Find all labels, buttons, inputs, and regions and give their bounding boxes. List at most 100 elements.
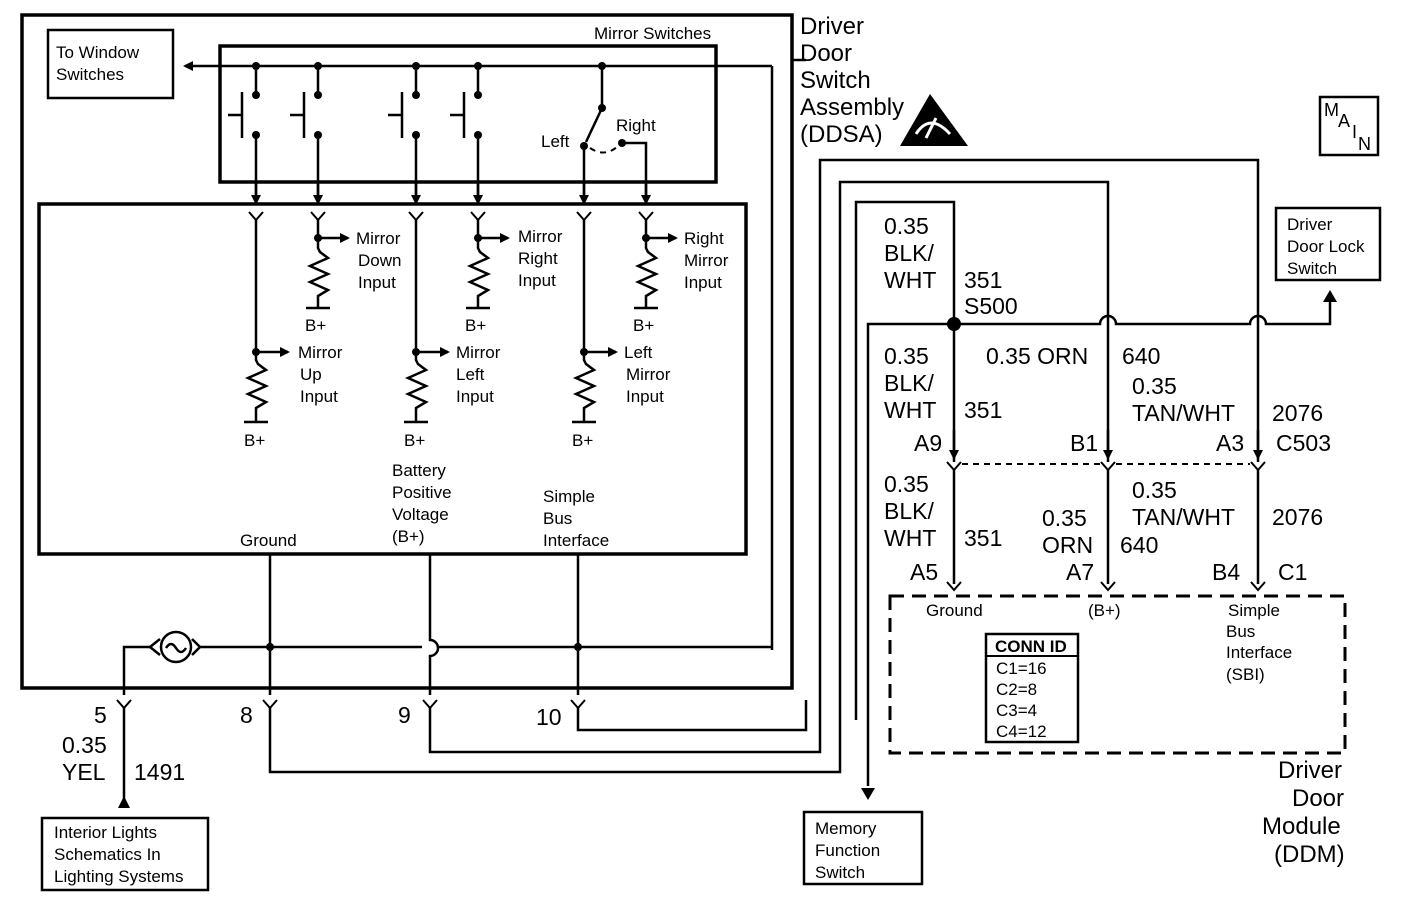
interior-lights-box: Interior Lights Schematics In Lighting S…: [40, 816, 210, 892]
svg-text:Mirror: Mirror: [518, 227, 563, 246]
svg-text:0.35: 0.35: [1132, 373, 1177, 399]
svg-text:B1: B1: [1070, 430, 1098, 456]
svg-text:640: 640: [1120, 532, 1158, 558]
splice-s500: 0.35 BLK/ WHT 351 S500: [854, 200, 1337, 786]
switch-arrows: [251, 180, 651, 205]
svg-text:WHT: WHT: [884, 525, 936, 551]
svg-text:Simple: Simple: [543, 487, 595, 506]
svg-text:Ground: Ground: [240, 531, 297, 550]
svg-text:Right: Right: [684, 229, 724, 248]
svg-text:Bus: Bus: [1226, 622, 1255, 641]
svg-text:351: 351: [964, 397, 1002, 423]
svg-text:C1=16: C1=16: [996, 659, 1047, 678]
svg-text:Interface: Interface: [1226, 643, 1292, 662]
svg-text:Interface: Interface: [543, 531, 609, 550]
c1-wires: 0.35 BLK/ WHT 351 A5 0.35 ORN 640 A7 0.3…: [884, 471, 1323, 592]
svg-text:A5: A5: [910, 559, 938, 585]
svg-text:2076: 2076: [1272, 504, 1323, 530]
svg-text:(SBI): (SBI): [1226, 665, 1265, 684]
ddm-title: Driver Door Module (DDM): [1262, 757, 1345, 868]
driver-door-lock-switch-box: Driver Door Lock Switch: [1274, 206, 1382, 282]
c503-wires: 0.35 BLK/ WHT 351 A9 0.35 ORN 640 B1 0.3…: [884, 343, 1331, 460]
svg-text:Simple: Simple: [1228, 601, 1280, 620]
svg-text:Input: Input: [684, 273, 722, 292]
svg-text:640: 640: [1122, 343, 1160, 369]
svg-text:0.35 ORN: 0.35 ORN: [986, 343, 1088, 369]
svg-text:Driver: Driver: [1287, 215, 1333, 234]
svg-text:1491: 1491: [134, 759, 185, 785]
lower-input-resistors: Mirror Up Input B+ Mirror Left Input B+ …: [244, 220, 671, 450]
svg-text:5: 5: [94, 702, 107, 728]
svg-text:8: 8: [240, 702, 253, 728]
svg-text:351: 351: [964, 267, 1002, 293]
svg-text:TAN/WHT: TAN/WHT: [1132, 400, 1235, 426]
svg-text:M: M: [1324, 100, 1339, 120]
svg-text:BLK/: BLK/: [884, 240, 934, 266]
svg-text:N: N: [1358, 134, 1371, 154]
svg-text:B+: B+: [305, 316, 326, 335]
svg-text:C2=8: C2=8: [996, 680, 1037, 699]
svg-text:B4: B4: [1212, 559, 1240, 585]
svg-text:A7: A7: [1066, 559, 1094, 585]
svg-text:Switches: Switches: [56, 65, 124, 84]
svg-text:(B+): (B+): [392, 527, 425, 546]
svg-text:2076: 2076: [1272, 400, 1323, 426]
svg-text:Down: Down: [358, 251, 401, 270]
svg-text:C1: C1: [1278, 559, 1307, 585]
svg-text:Mirror: Mirror: [626, 365, 671, 384]
svg-text:YEL: YEL: [62, 759, 106, 785]
svg-text:10: 10: [536, 704, 562, 730]
conn-id-table: CONN ID C1=16 C2=8 C3=4 C4=12: [984, 632, 1080, 744]
svg-text:Switch: Switch: [800, 67, 871, 94]
svg-text:Bus: Bus: [543, 509, 572, 528]
ddsa-title: Driver Door Switch Assembly (DDSA): [800, 13, 904, 148]
svg-text:Schematics In: Schematics In: [54, 845, 161, 864]
to-window-switches-box: To Window Switches: [46, 28, 175, 100]
svg-text:0.35: 0.35: [884, 213, 929, 239]
svg-text:Mirror Switches: Mirror Switches: [594, 24, 711, 43]
svg-text:0.35: 0.35: [884, 343, 929, 369]
svg-text:Ground: Ground: [926, 601, 983, 620]
svg-text:Battery: Battery: [392, 461, 446, 480]
svg-text:B+: B+: [244, 431, 265, 450]
svg-text:B+: B+: [465, 316, 486, 335]
svg-text:BLK/: BLK/: [884, 498, 934, 524]
svg-text:Right: Right: [616, 116, 656, 135]
svg-text:Input: Input: [626, 387, 664, 406]
svg-text:Left: Left: [456, 365, 485, 384]
svg-text:Input: Input: [358, 273, 396, 292]
svg-text:Left: Left: [541, 132, 570, 151]
svg-text:S500: S500: [964, 293, 1018, 319]
upper-input-resistors: Mirror Down Input B+ Mirror Right Input …: [305, 220, 729, 335]
svg-text:A3: A3: [1216, 430, 1244, 456]
mirror-switches-box: Mirror Switches: [218, 24, 718, 184]
svg-text:0.35: 0.35: [884, 471, 929, 497]
svg-text:Mirror: Mirror: [456, 343, 501, 362]
svg-text:Up: Up: [300, 365, 322, 384]
svg-text:C3=4: C3=4: [996, 701, 1037, 720]
mirror-switch-contacts: Left Right: [228, 62, 656, 200]
svg-text:Input: Input: [518, 271, 556, 290]
svg-text:Driver: Driver: [800, 13, 864, 40]
svg-text:Voltage: Voltage: [392, 505, 449, 524]
svg-text:Interior Lights: Interior Lights: [54, 823, 157, 842]
svg-text:Lighting Systems: Lighting Systems: [54, 867, 183, 886]
svg-text:Switch: Switch: [1287, 259, 1337, 278]
svg-text:Module: Module: [1262, 813, 1341, 840]
ddsa-pin-wires: [116, 554, 772, 710]
svg-text:Switch: Switch: [815, 863, 865, 882]
svg-text:Door: Door: [1292, 785, 1344, 812]
svg-text:9: 9: [398, 702, 411, 728]
connector-c503: [946, 461, 1266, 584]
svg-text:Left: Left: [624, 343, 653, 362]
svg-text:B+: B+: [404, 431, 425, 450]
svg-text:Mirror: Mirror: [684, 251, 729, 270]
svg-text:ORN: ORN: [1042, 532, 1093, 558]
svg-text:To Window: To Window: [56, 43, 140, 62]
svg-text:B+: B+: [633, 316, 654, 335]
svg-text:Input: Input: [300, 387, 338, 406]
svg-text:Positive: Positive: [392, 483, 452, 502]
svg-text:Input: Input: [456, 387, 494, 406]
ddsa-terminal-labels: Battery Positive Voltage (B+) Simple Bus…: [240, 461, 609, 550]
svg-text:A: A: [1338, 111, 1350, 131]
